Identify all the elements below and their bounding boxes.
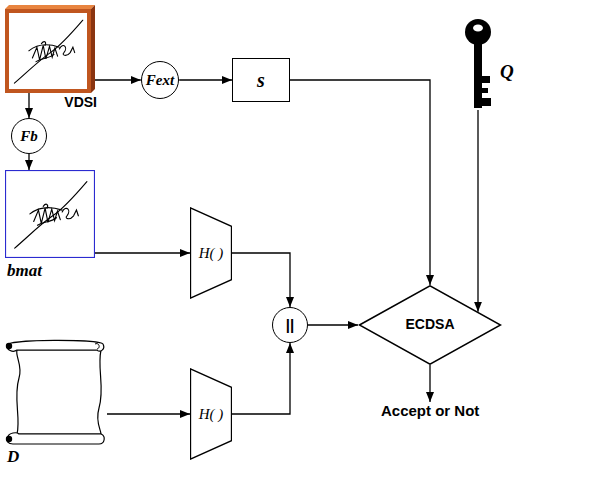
connector-arrow: [107, 413, 190, 414]
image-label: Q: [500, 62, 514, 83]
result-label: Accept or Not: [381, 402, 479, 420]
connector-arrow: [477, 110, 478, 312]
node-label: H( ): [199, 406, 224, 423]
connector-arrow: [95, 79, 141, 80]
connector-arrow: [95, 252, 190, 253]
decision-diamond: ECDSA: [358, 285, 502, 365]
key-node: Q: [462, 18, 524, 114]
signature-image: [5, 5, 95, 93]
function-circle: Fext: [141, 61, 179, 99]
concat-circle: ||: [272, 307, 308, 343]
image-label: VDSI: [64, 95, 97, 110]
node-label: ||: [286, 317, 294, 334]
node-label: H( ): [199, 245, 224, 262]
image-node: bmat: [5, 170, 97, 282]
image-label: D: [7, 448, 19, 467]
connector-arrow: [429, 365, 430, 402]
image-label: bmat: [7, 262, 42, 281]
connector-arrow: [179, 79, 232, 80]
node-label: ECDSA: [405, 317, 454, 332]
binary-matrix-image: [5, 170, 95, 258]
node-label: Accept or Not: [381, 402, 479, 419]
connector-arrow: [232, 343, 290, 414]
key-icon: [462, 18, 494, 110]
connector-arrow: [28, 154, 29, 170]
node-label: Fext: [146, 72, 174, 89]
node-label: Fb: [20, 128, 38, 145]
hash-block: H( ): [190, 207, 232, 299]
image-node: VDSI: [5, 5, 97, 113]
document-node: D: [3, 338, 113, 470]
connector-arrow: [290, 80, 430, 285]
hash-block: H( ): [190, 368, 232, 460]
function-circle: Fb: [11, 118, 47, 154]
connector-arrow: [232, 253, 290, 307]
signature-box: s: [232, 58, 290, 102]
connector-arrow: [308, 324, 358, 325]
node-label: s: [257, 69, 265, 91]
connector-arrow: [28, 93, 29, 118]
document-scroll: [3, 338, 107, 446]
